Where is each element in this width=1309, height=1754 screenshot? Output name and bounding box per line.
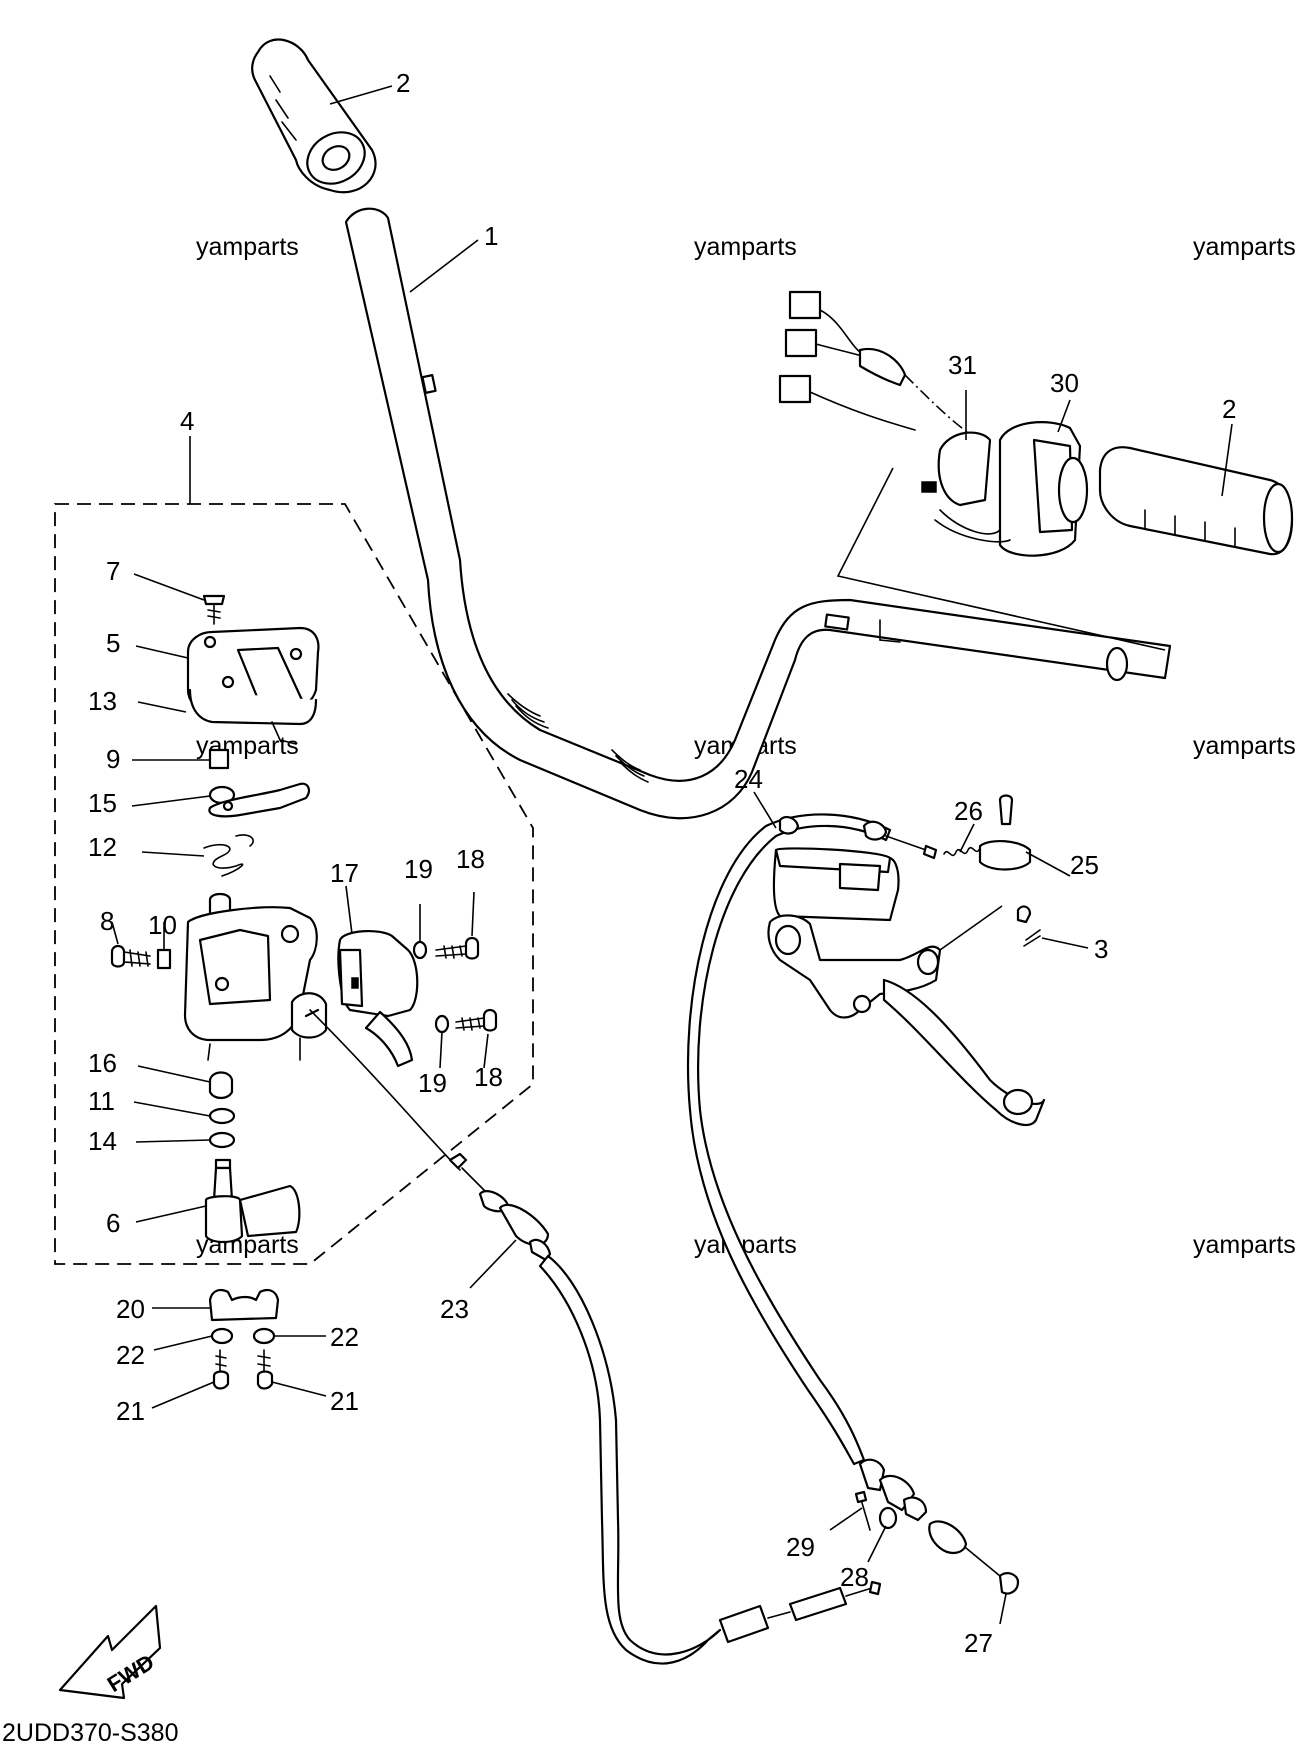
callout-28: 28 (840, 1562, 869, 1592)
callout-9: 9 (106, 744, 120, 774)
callout-6: 6 (106, 1208, 120, 1238)
handlebar-clamp (208, 1289, 280, 1390)
callout-3: 3 (1094, 934, 1108, 964)
callout-10: 10 (148, 910, 177, 940)
callout-8: 8 (100, 906, 114, 936)
callout-19-bottom: 19 (418, 1068, 447, 1098)
callout-15: 15 (88, 788, 117, 818)
diagram-code: 2UDD370-S380 (2, 1719, 179, 1747)
callout-5: 5 (106, 628, 120, 658)
callout-29: 29 (786, 1532, 815, 1562)
callout-16: 16 (88, 1048, 117, 1078)
callout-14: 14 (88, 1126, 117, 1156)
callout-22-left: 22 (116, 1340, 145, 1370)
callout-19-top: 19 (404, 854, 433, 884)
leader-lines (111, 85, 1233, 1625)
callout-18-top: 18 (456, 844, 485, 874)
watermark-9: yamparts (1193, 1231, 1296, 1259)
callout-27: 27 (964, 1628, 993, 1658)
callout-21-left: 21 (116, 1396, 145, 1426)
callout-31: 31 (948, 350, 977, 380)
callout-22-right: 22 (330, 1322, 359, 1352)
fwd-arrow: FWD (58, 1604, 162, 1700)
throttle-housing-assembly (54, 503, 534, 1265)
callout-1: 1 (484, 221, 498, 251)
handlebar (344, 207, 1172, 820)
callouts: 1 2 2 3 4 5 6 7 8 9 10 11 12 13 14 15 16… (88, 68, 1236, 1658)
watermark-6: yamparts (1193, 732, 1296, 760)
brake-assembly (686, 794, 1046, 1595)
callout-21-right: 21 (330, 1386, 359, 1416)
callout-20: 20 (116, 1294, 145, 1324)
callout-26: 26 (954, 796, 983, 826)
callout-24: 24 (734, 764, 763, 794)
callout-4: 4 (180, 406, 194, 436)
grip-left (251, 38, 377, 194)
callout-17: 17 (330, 858, 359, 888)
callout-2-right: 2 (1222, 394, 1236, 424)
callout-30: 30 (1050, 368, 1079, 398)
callout-13: 13 (88, 686, 117, 716)
watermark-2: yamparts (694, 233, 797, 261)
watermark-3: yamparts (1193, 233, 1296, 261)
callout-18-bottom: 18 (474, 1062, 503, 1092)
throttle-cable (309, 1009, 882, 1665)
right-switch-assembly (778, 290, 1294, 651)
callout-11: 11 (88, 1086, 115, 1116)
callout-7: 7 (106, 556, 120, 586)
watermark-1: yamparts (196, 233, 299, 261)
callout-25: 25 (1070, 850, 1099, 880)
callout-23: 23 (440, 1294, 469, 1324)
callout-12: 12 (88, 832, 117, 862)
callout-2-top: 2 (396, 68, 410, 98)
